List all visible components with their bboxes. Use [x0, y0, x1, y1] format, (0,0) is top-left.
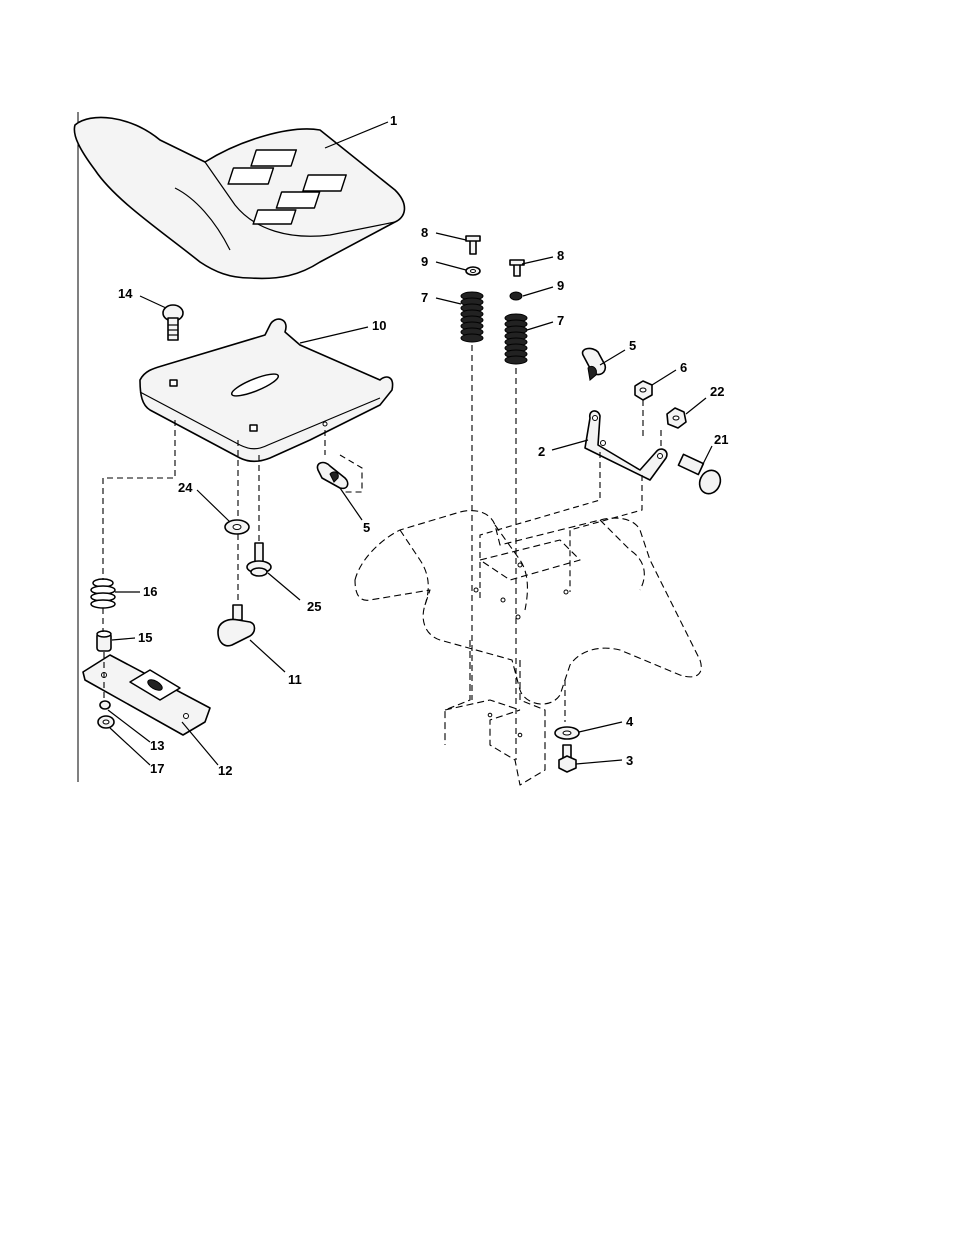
callout-9-right: 9 — [557, 278, 564, 293]
callout-21: 21 — [714, 432, 728, 447]
nut-and-washer — [98, 701, 114, 728]
callout-12: 12 — [218, 763, 232, 778]
carriage-bolt — [163, 305, 183, 340]
seat-bracket — [480, 400, 667, 600]
callout-8-left: 8 — [421, 225, 428, 240]
callout-1: 1 — [390, 113, 397, 128]
shoulder-bolt-25 — [247, 543, 271, 576]
callout-7-right: 7 — [557, 313, 564, 328]
washer-24 — [225, 520, 249, 534]
clip-left — [317, 430, 362, 492]
adjusting-knob — [218, 605, 255, 646]
seat — [74, 117, 404, 278]
hex-bolt-3 — [559, 745, 576, 772]
bushing-15 — [97, 631, 111, 651]
callout-2: 2 — [538, 444, 545, 459]
callout-22: 22 — [710, 384, 724, 399]
spring-16 — [91, 579, 115, 608]
callout-25: 25 — [307, 599, 321, 614]
callout-14: 14 — [118, 286, 133, 301]
callout-6: 6 — [680, 360, 687, 375]
callout-5-left: 5 — [363, 520, 370, 535]
tractor-frame — [355, 511, 701, 785]
callout-8-right: 8 — [557, 248, 564, 263]
shoulder-bolt-21 — [678, 454, 724, 497]
callout-10: 10 — [372, 318, 386, 333]
callout-15: 15 — [138, 630, 152, 645]
callout-9-left: 9 — [421, 254, 428, 269]
spring-stack-right — [505, 260, 527, 760]
callout-5-right: 5 — [629, 338, 636, 353]
callout-7-left: 7 — [421, 290, 428, 305]
callout-3: 3 — [626, 753, 633, 768]
callout-11: 11 — [288, 672, 302, 687]
hex-nut-22 — [667, 408, 686, 428]
callout-13: 13 — [150, 738, 164, 753]
callout-17: 17 — [150, 761, 164, 776]
hex-nut-6 — [635, 381, 652, 400]
washer-4 — [555, 727, 579, 739]
spring-stack-left — [461, 236, 483, 700]
callout-16: 16 — [143, 584, 157, 599]
callout-4: 4 — [626, 714, 634, 729]
alignment-lines-left — [103, 420, 259, 700]
callout-24: 24 — [178, 480, 193, 495]
